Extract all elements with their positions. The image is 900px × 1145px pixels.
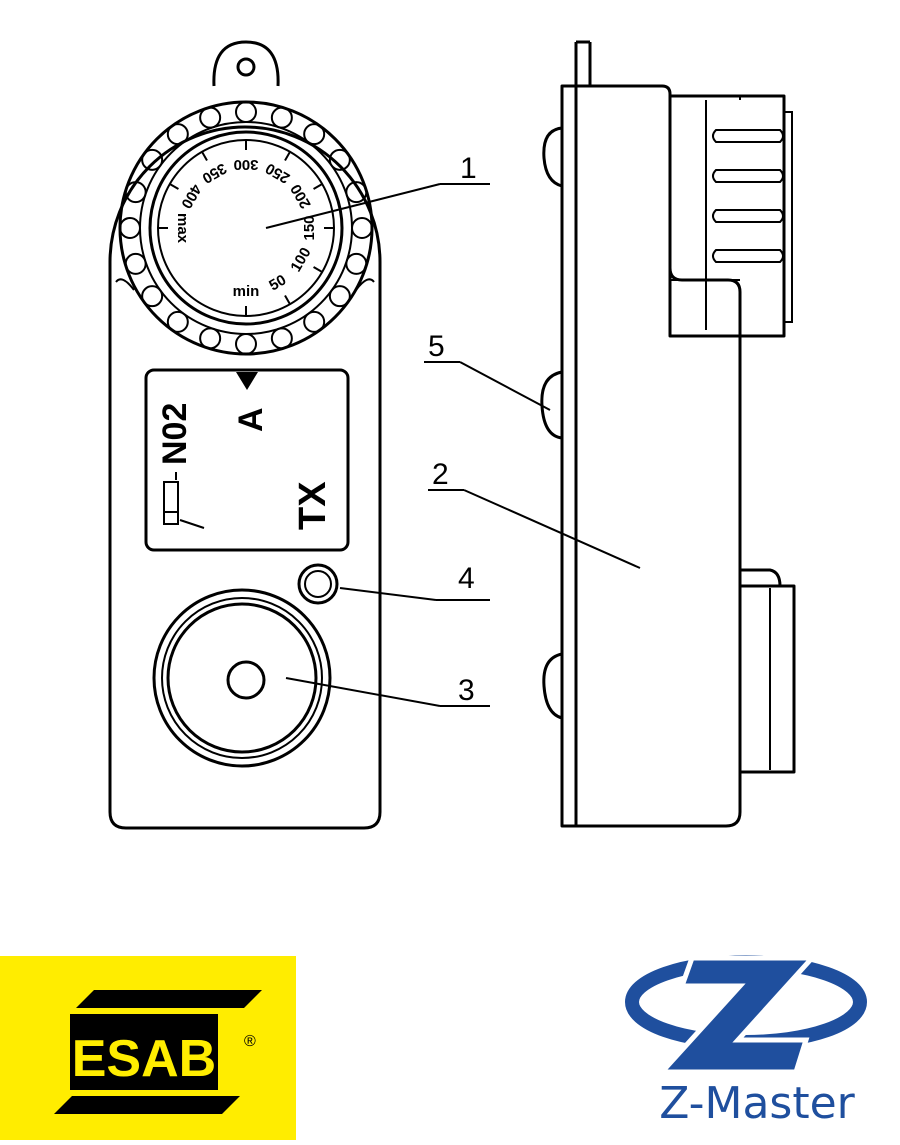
dial-tick <box>201 151 208 161</box>
svg-text:3: 3 <box>458 674 475 707</box>
svg-text:2: 2 <box>432 458 449 491</box>
dial-rib <box>712 169 784 183</box>
knob-tooth <box>166 310 189 333</box>
knob-tooth <box>199 327 222 350</box>
knob-tooth <box>199 106 222 129</box>
esab-logo: ESAB ® <box>0 956 296 1140</box>
panel-letter: A <box>232 407 270 432</box>
indicator-lamp <box>297 563 339 605</box>
bump-top <box>542 126 563 188</box>
dial-tick <box>313 266 323 273</box>
side-body <box>576 84 742 828</box>
bump-bottom <box>542 652 563 720</box>
dial-rib <box>712 129 784 143</box>
dial-label: 400 <box>177 181 204 211</box>
knob-tooth <box>328 285 351 308</box>
knob-tooth <box>124 252 147 275</box>
dial-rib <box>712 249 784 263</box>
dial-label: 50 <box>266 271 289 294</box>
esab-registered-mark: ® <box>244 1033 256 1050</box>
svg-text:1: 1 <box>460 152 477 185</box>
knob-tooth <box>303 310 326 333</box>
hanging-tab <box>212 40 280 87</box>
dial-rib <box>712 209 784 223</box>
dial-label: 300 <box>233 156 258 173</box>
dial-tick <box>284 151 291 161</box>
dial-label: max <box>174 213 191 244</box>
knob-tooth <box>270 106 293 129</box>
dial-label: 100 <box>287 245 314 275</box>
connector-side <box>738 568 796 774</box>
hanging-hole <box>236 57 256 77</box>
dial-label: min <box>233 283 260 300</box>
knob-tooth <box>235 101 257 123</box>
side-view <box>540 40 796 828</box>
back-plate <box>560 84 578 828</box>
triangle-marker-icon <box>236 372 258 390</box>
dial-label: 200 <box>287 181 314 211</box>
callout-3: 3 <box>285 674 490 707</box>
panel-mode: TX <box>292 481 334 530</box>
knob-tooth <box>270 327 293 350</box>
esab-stripes-icon <box>54 990 262 1114</box>
svg-text:4: 4 <box>458 562 475 595</box>
label-panel <box>144 368 350 552</box>
knob-tooth <box>351 217 373 239</box>
panel-code: N02 <box>156 403 194 465</box>
callout-4: 4 <box>339 562 490 601</box>
dial-label: 150 <box>301 215 318 240</box>
esab-logo-text: ESAB <box>72 1030 216 1088</box>
dial-label: 250 <box>263 159 293 186</box>
callout-2: 2 <box>428 458 641 569</box>
fuse-symbol <box>163 481 205 529</box>
svg-text:5: 5 <box>428 330 445 363</box>
bump-middle <box>540 370 563 440</box>
callout-5: 5 <box>424 330 551 411</box>
knob-tooth <box>328 148 351 171</box>
knob-tooth <box>141 285 164 308</box>
knob-tooth <box>119 217 141 239</box>
knob-tooth <box>141 148 164 171</box>
zmaster-logo <box>625 955 867 1075</box>
knob-tooth <box>235 333 257 355</box>
dial-tick <box>169 183 179 190</box>
dial-tick <box>284 295 291 305</box>
dial-side <box>668 94 793 338</box>
dial-label: 350 <box>199 159 229 186</box>
knob-tooth <box>303 123 326 146</box>
callout-1: 1 <box>265 152 490 229</box>
callouts: 1 5 2 4 3 <box>265 152 641 707</box>
dial-tick <box>313 183 323 190</box>
knob-tooth <box>166 123 189 146</box>
zmaster-z-icon <box>656 955 818 1075</box>
zmaster-logo-text: Z-Master <box>659 1078 855 1129</box>
knob-tooth <box>345 252 368 275</box>
trigger-button[interactable] <box>152 588 332 768</box>
